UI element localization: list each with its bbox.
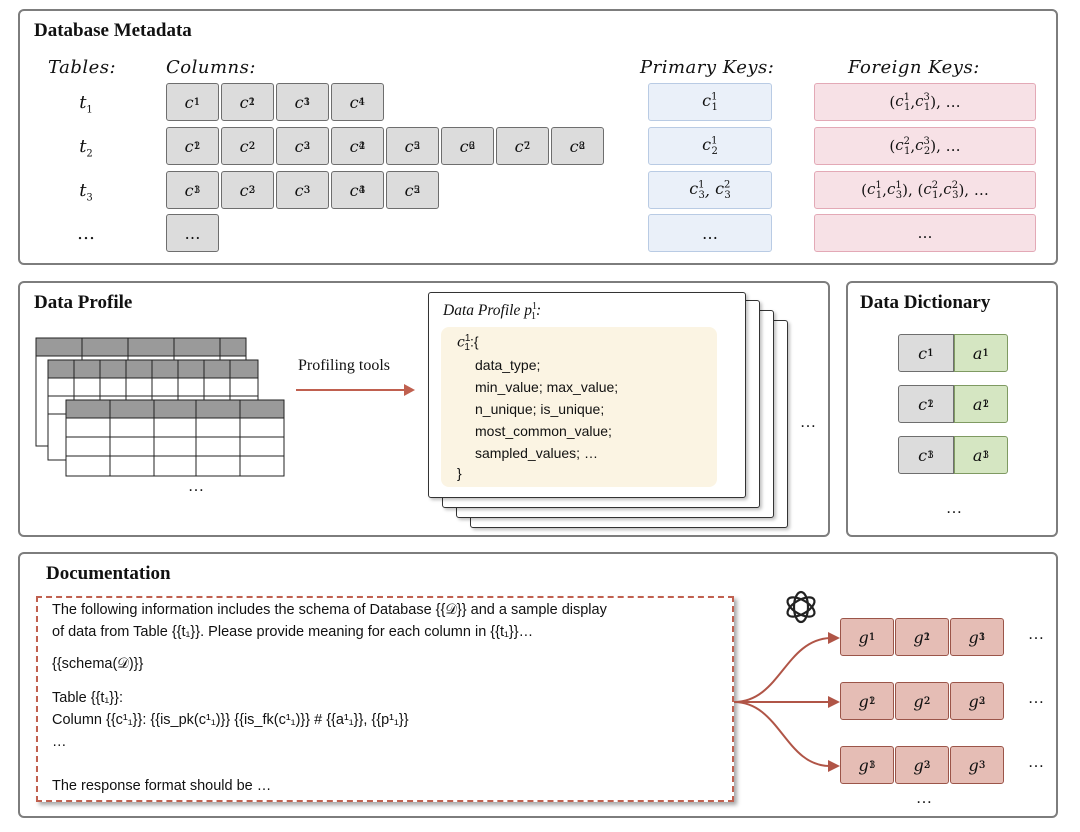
output-arrows: [733, 632, 840, 772]
llm-logo-icon: [786, 590, 816, 624]
prompt-line-1: The following information includes the s…: [52, 602, 607, 618]
table-label: t3: [79, 180, 93, 204]
foreign-key-cell: (c21, c32), …: [814, 127, 1036, 165]
profile-entry-close: }: [457, 465, 462, 481]
profile-field: data_type;: [475, 357, 541, 373]
profile-cards-ellipsis: …: [800, 414, 816, 431]
output-row-ellipsis: …: [1028, 626, 1044, 643]
documentation-title: Documentation: [46, 563, 171, 584]
profile-field: most_common_value;: [475, 423, 612, 439]
tables-header: Tables:: [48, 57, 117, 78]
table-sheet-front: [65, 399, 285, 477]
prompt-line-2: of data from Table {{t₁}}. Please provid…: [52, 624, 534, 640]
profile-card-title: Data Profile p11:: [443, 301, 542, 323]
prompt-line-3: {{schema(𝒟)}}: [52, 656, 144, 672]
table-label: t2: [79, 136, 93, 160]
table-label: …: [77, 223, 95, 244]
stacked-tables-graphic: [35, 337, 285, 477]
foreign-key-cell: (c11, c13), (c21, c23), …: [814, 171, 1036, 209]
profiling-tools-label: Profiling tools: [298, 357, 391, 374]
prompt-line-7: The response format should be …: [52, 778, 272, 794]
database-metadata-title: Database Metadata: [34, 20, 192, 41]
primary-key-cell: …: [648, 214, 772, 252]
primary-key-cell: c13, c23: [648, 171, 772, 209]
profile-field: n_unique; is_unique;: [475, 401, 605, 417]
prompt-box: [36, 596, 734, 802]
primary-keys-header: Primary Keys:: [640, 57, 775, 78]
foreign-key-cell: (c11, c31), …: [814, 83, 1036, 121]
data-dictionary-title: Data Dictionary: [860, 292, 991, 313]
foreign-key-cell: …: [814, 214, 1036, 252]
prompt-line-6: …: [52, 734, 67, 750]
profile-entry-header: c11:{: [457, 333, 479, 354]
profile-card-front: Data Profile p11: c11:{ data_type; min_va…: [428, 292, 746, 498]
output-row-ellipsis: …: [1028, 754, 1044, 771]
output-row-ellipsis: …: [1028, 690, 1044, 707]
outputs-bottom-ellipsis: …: [916, 790, 932, 807]
arrow-to-output-1: [733, 637, 831, 703]
profile-field: sampled_values; …: [475, 445, 598, 461]
profile-content-box: c11:{ data_type; min_value; max_value; n_u…: [441, 327, 717, 487]
table-label: t1: [79, 92, 93, 116]
arrow-to-output-3: [733, 701, 831, 767]
profile-field: min_value; max_value;: [475, 379, 619, 395]
columns-header: Columns:: [166, 57, 256, 78]
primary-key-cell: c12: [648, 127, 772, 165]
column-cell: …: [166, 214, 219, 252]
foreign-keys-header: Foreign Keys:: [848, 57, 980, 78]
primary-key-cell: c11: [648, 83, 772, 121]
prompt-line-5: Column {{c¹₁}}: {{is_pk(c¹₁)}} {{is_fk(c…: [52, 712, 409, 728]
profiling-arrow-icon: [296, 384, 415, 396]
tables-ellipsis: …: [188, 478, 204, 495]
data-profile-title: Data Profile: [34, 292, 133, 313]
dictionary-ellipsis: …: [946, 500, 962, 517]
prompt-line-4: Table {{t₁}}:: [52, 690, 124, 706]
